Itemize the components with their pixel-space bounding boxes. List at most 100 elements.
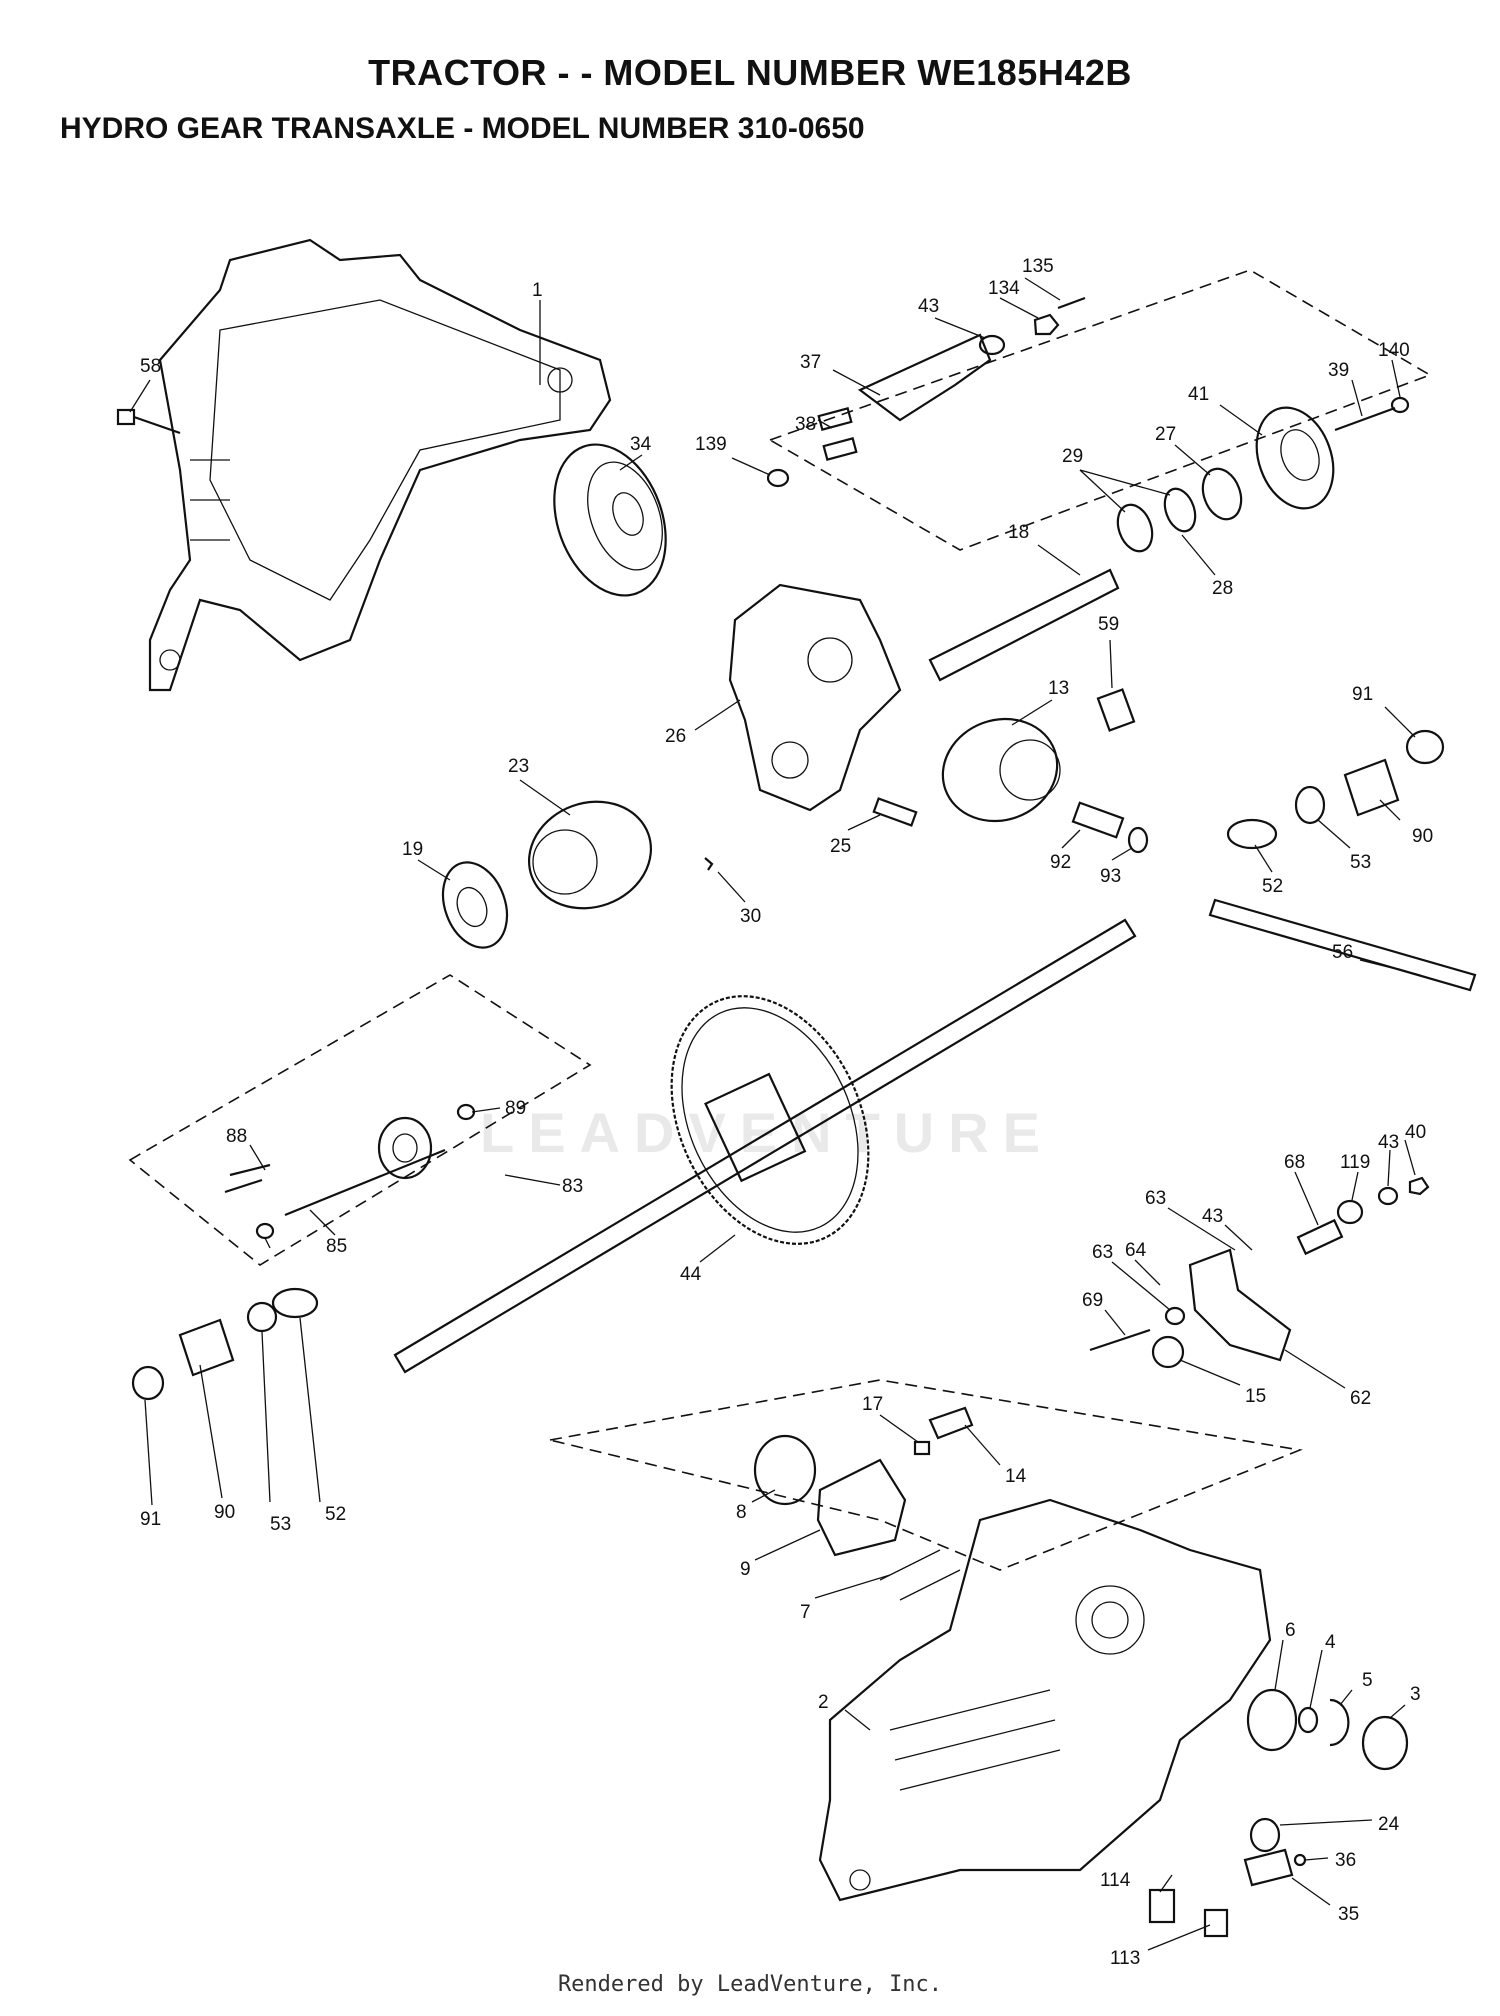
callout-label: 62 [1350,1388,1371,1409]
pin-38b-drawing [822,437,858,461]
callout-label: 1 [532,280,543,301]
idler-gear-drawing [377,1116,433,1180]
lower-housing-2-drawing [818,1498,1272,1902]
bearing-15-drawing [1151,1335,1185,1369]
bushing-119-drawing [1336,1199,1364,1225]
control-arm-62-drawing [1188,1248,1292,1362]
callout-label: 139 [695,434,727,455]
callout-label: 34 [630,434,652,455]
shaft-85-drawing [284,1148,446,1217]
bearing-6-drawing [1246,1688,1298,1752]
screw-39-drawing [1334,406,1396,432]
callout-label: 36 [1335,1850,1356,1871]
callout-label: 43 [1202,1206,1223,1227]
callout-label: 63 [1092,1242,1113,1263]
render-credit: Rendered by LeadVenture, Inc. [557,1972,943,1997]
washer-43-drawing [978,334,1006,356]
cover-41-drawing [1255,406,1335,510]
bracket-37-drawing [857,333,992,422]
watermark-text: LEADVENTURE [480,1101,1055,1164]
ring-28-drawing [1163,487,1197,533]
callout-label: 92 [1050,852,1071,873]
washer-29-drawing [1116,503,1154,553]
center-section-26-drawing [728,583,902,812]
ring-93-drawing [1127,826,1149,854]
bolt-88b-drawing [224,1178,263,1194]
input-shaft-18-drawing [928,568,1120,682]
pin-30-drawing [704,857,714,871]
callout-label: 69 [1082,1290,1103,1311]
callout-label: 41 [1188,384,1209,405]
callout-label: 17 [862,1394,883,1415]
plug-113-drawing [1203,1908,1229,1938]
callout-label: 43 [1378,1132,1399,1153]
nut-134-drawing [1033,313,1060,336]
plug-139-drawing [766,468,790,488]
callout-label: 134 [988,278,1020,299]
callout-label: 64 [1125,1240,1147,1261]
callout-label: 19 [402,839,423,860]
callout-label: 5 [1362,1670,1373,1691]
callout-labels: 1 58 34 135 134 43 37 38 139 140 39 41 2… [140,256,1433,1969]
callout-label: 91 [140,1509,161,1530]
callout-label: 88 [226,1126,247,1147]
washer-4-drawing [1297,1706,1319,1734]
brake-puck-9-drawing [816,1458,907,1557]
callout-label: 30 [740,906,761,927]
callout-label: 8 [736,1502,747,1523]
callout-label: 53 [270,1514,291,1535]
seal-27-drawing [1201,467,1243,521]
seal-8-drawing [753,1434,817,1506]
callout-label: 15 [1245,1386,1266,1407]
callout-label: 7 [800,1602,811,1623]
washer-52-drawing [1226,818,1278,850]
bearing-53-left-drawing [246,1301,278,1333]
callout-label: 52 [325,1504,346,1525]
callout-label: 119 [1340,1152,1370,1173]
differential-gear-44-drawing [670,995,870,1245]
pin-135-drawing [1057,296,1086,310]
callout-label: 29 [1062,446,1083,467]
bushing-90-left-drawing [178,1318,235,1377]
callout-label: 89 [505,1098,526,1119]
brake-assembly-boundary [549,1379,1303,1571]
bearing-53-drawing [1294,785,1326,825]
callout-label: 140 [1378,340,1410,361]
upper-housing-drawing [148,238,612,692]
callout-label: 59 [1098,614,1119,635]
seal-3-drawing [1361,1715,1409,1771]
callout-label: 90 [1412,826,1433,847]
callout-label: 6 [1285,1620,1296,1641]
spring-68-drawing [1296,1218,1344,1256]
callout-label: 113 [1110,1948,1140,1969]
washer-63-drawing [1164,1306,1186,1326]
nut-40-drawing [1408,1176,1430,1196]
key-17-drawing [913,1440,931,1456]
washer-52-left-drawing [271,1287,319,1319]
spring-92-drawing [1071,801,1125,839]
callout-label: 38 [795,414,816,435]
idler-assembly-boundary [128,974,592,1266]
bushing-90-drawing [1343,758,1400,817]
callout-label: 35 [1338,1904,1359,1925]
pin-38a-drawing [817,407,853,431]
washer-89b-drawing [255,1222,275,1240]
callout-label: 53 [1350,852,1371,873]
callout-label: 44 [680,1264,702,1285]
callout-label: 23 [508,756,529,777]
callout-label: 43 [918,296,939,317]
callout-label: 25 [830,836,851,857]
callout-label: 37 [800,352,821,373]
callout-label: 40 [1405,1122,1426,1143]
callout-label: 18 [1008,522,1029,543]
diagram-title: TRACTOR - - MODEL NUMBER WE185H42B [368,52,1132,93]
arm-35-drawing [1243,1848,1294,1887]
washer-24-drawing [1249,1817,1281,1853]
bolt-69-drawing [1089,1328,1151,1352]
callout-label: 135 [1022,256,1054,277]
callout-label: 13 [1048,678,1069,699]
bolt-88a-drawing [229,1163,271,1177]
pin-59-drawing [1096,688,1136,732]
motor-cylinder-13-drawing [941,717,1061,823]
